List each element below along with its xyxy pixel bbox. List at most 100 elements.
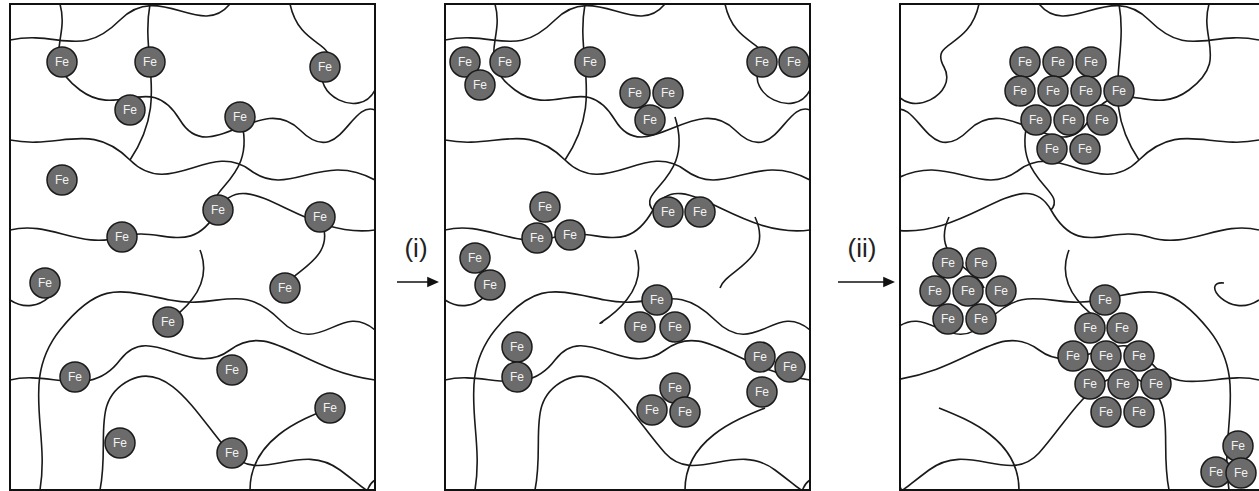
- element-symbol: Fe: [1036, 133, 1068, 165]
- iron-particle: Fe: [1123, 340, 1155, 372]
- panel-frame: [900, 4, 1259, 490]
- element-symbol: Fe: [684, 196, 716, 228]
- element-symbol: Fe: [314, 392, 346, 424]
- element-symbol: Fe: [152, 306, 184, 338]
- element-symbol: Fe: [669, 396, 701, 428]
- element-symbol: Fe: [659, 311, 691, 343]
- element-symbol: Fe: [1090, 396, 1122, 428]
- step-arrow: [397, 281, 430, 283]
- element-symbol: Fe: [1053, 104, 1085, 136]
- iron-particle: Fe: [46, 164, 78, 196]
- element-symbol: Fe: [1225, 457, 1257, 489]
- element-symbol: Fe: [304, 201, 336, 233]
- iron-particle: Fe: [1070, 75, 1102, 107]
- element-symbol: Fe: [965, 247, 997, 279]
- iron-particle: Fe: [152, 306, 184, 338]
- element-symbol: Fe: [1075, 46, 1107, 78]
- element-symbol: Fe: [652, 77, 684, 109]
- iron-particle: Fe: [106, 221, 138, 253]
- iron-particle: Fe: [684, 196, 716, 228]
- iron-particle: Fe: [501, 331, 533, 363]
- iron-particle: Fe: [474, 269, 506, 301]
- element-symbol: Fe: [501, 331, 533, 363]
- iron-particle: Fe: [1053, 104, 1085, 136]
- element-symbol: Fe: [746, 376, 778, 408]
- element-symbol: Fe: [932, 303, 964, 335]
- element-symbol: Fe: [59, 361, 91, 393]
- element-symbol: Fe: [1106, 312, 1138, 344]
- iron-particle: Fe: [29, 267, 61, 299]
- element-symbol: Fe: [634, 104, 666, 136]
- iron-particle: Fe: [134, 46, 166, 78]
- element-symbol: Fe: [489, 46, 521, 78]
- element-symbol: Fe: [919, 275, 951, 307]
- iron-particle: Fe: [774, 351, 806, 383]
- element-symbol: Fe: [1057, 340, 1089, 372]
- iron-particle: Fe: [1103, 75, 1135, 107]
- iron-particle: Fe: [1057, 340, 1089, 372]
- iron-particle: Fe: [489, 46, 521, 78]
- iron-particle: Fe: [1069, 133, 1101, 165]
- iron-particle: Fe: [746, 376, 778, 408]
- element-symbol: Fe: [985, 275, 1017, 307]
- element-symbol: Fe: [952, 275, 984, 307]
- element-symbol: Fe: [46, 46, 78, 78]
- iron-particle: Fe: [314, 392, 346, 424]
- element-symbol: Fe: [1042, 46, 1074, 78]
- iron-particle: Fe: [746, 46, 778, 78]
- element-symbol: Fe: [1037, 75, 1069, 107]
- iron-particle: Fe: [216, 437, 248, 469]
- iron-particle: Fe: [1106, 312, 1138, 344]
- iron-particle: Fe: [574, 46, 606, 78]
- iron-particle: Fe: [652, 77, 684, 109]
- iron-particle: Fe: [634, 104, 666, 136]
- element-symbol: Fe: [636, 394, 668, 426]
- iron-particle: Fe: [965, 247, 997, 279]
- iron-particle: Fe: [1004, 75, 1036, 107]
- iron-particle: Fe: [669, 396, 701, 428]
- element-symbol: Fe: [619, 77, 651, 109]
- iron-particle: Fe: [114, 94, 146, 126]
- element-symbol: Fe: [1004, 75, 1036, 107]
- element-symbol: Fe: [1089, 284, 1121, 316]
- element-symbol: Fe: [216, 437, 248, 469]
- element-symbol: Fe: [134, 46, 166, 78]
- panel-frame: [445, 4, 810, 490]
- element-symbol: Fe: [1074, 312, 1106, 344]
- panel-frame: [10, 4, 375, 490]
- element-symbol: Fe: [1070, 75, 1102, 107]
- iron-particle: Fe: [1037, 75, 1069, 107]
- element-symbol: Fe: [1107, 368, 1139, 400]
- element-symbol: Fe: [774, 351, 806, 383]
- element-symbol: Fe: [224, 101, 256, 133]
- iron-particle: Fe: [1020, 104, 1052, 136]
- element-symbol: Fe: [574, 46, 606, 78]
- element-symbol: Fe: [932, 247, 964, 279]
- element-symbol: Fe: [1140, 368, 1172, 400]
- element-symbol: Fe: [778, 46, 810, 78]
- element-symbol: Fe: [1123, 340, 1155, 372]
- element-symbol: Fe: [529, 191, 561, 223]
- step-label: (i): [404, 233, 427, 264]
- iron-particle: Fe: [104, 427, 136, 459]
- element-symbol: Fe: [1123, 396, 1155, 428]
- iron-particle: Fe: [985, 275, 1017, 307]
- iron-particle: Fe: [1036, 133, 1068, 165]
- element-symbol: Fe: [521, 222, 553, 254]
- iron-particle: Fe: [932, 303, 964, 335]
- iron-particle: Fe: [1090, 396, 1122, 428]
- iron-particle: Fe: [1086, 104, 1118, 136]
- iron-particle: Fe: [965, 303, 997, 335]
- iron-particle: Fe: [952, 275, 984, 307]
- iron-particle: Fe: [659, 311, 691, 343]
- iron-particle: Fe: [1222, 430, 1254, 462]
- iron-particle: Fe: [624, 311, 656, 343]
- iron-particle: Fe: [1225, 457, 1257, 489]
- element-symbol: Fe: [29, 267, 61, 299]
- iron-particle: Fe: [619, 77, 651, 109]
- element-symbol: Fe: [501, 361, 533, 393]
- element-symbol: Fe: [459, 242, 491, 274]
- element-symbol: Fe: [554, 219, 586, 251]
- iron-particle: Fe: [1090, 340, 1122, 372]
